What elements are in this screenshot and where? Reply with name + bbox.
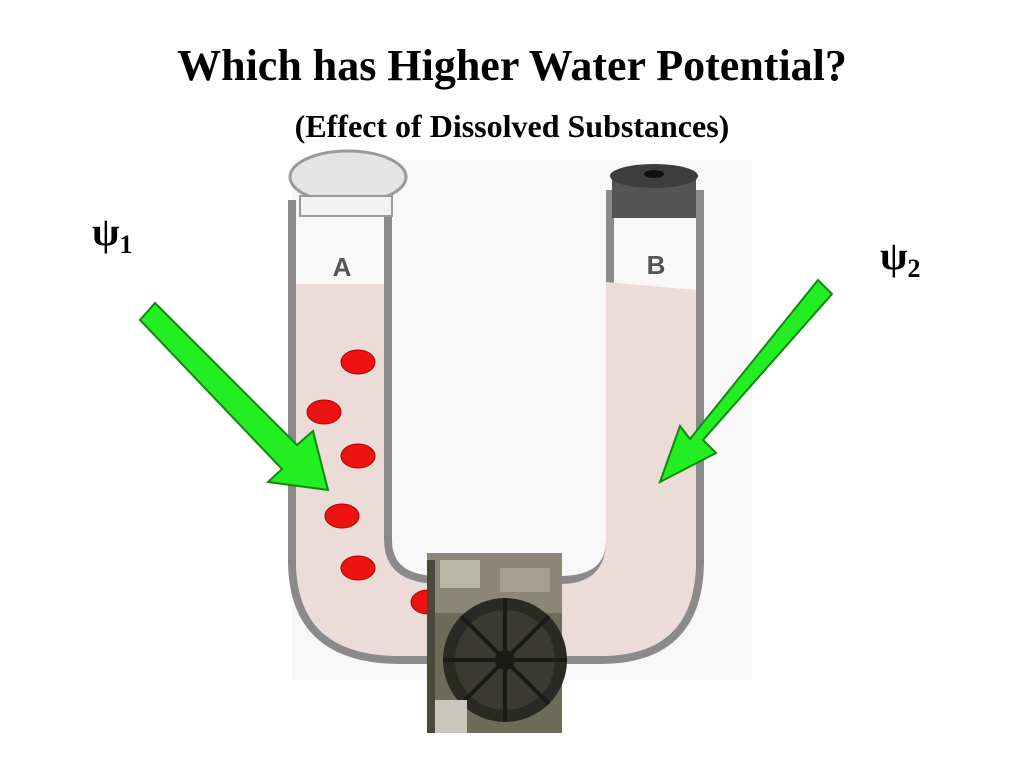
solution-fill: [296, 282, 696, 656]
psi-1-label: ψ1: [92, 209, 133, 259]
solute-particle: [306, 399, 342, 425]
water-wheel-photo: [427, 553, 567, 733]
solute-particle: [340, 443, 376, 469]
solute-particle: [340, 349, 376, 375]
psi-2-label: ψ2: [880, 233, 921, 283]
tube-label-b: B: [647, 250, 666, 280]
solute-particle: [324, 503, 360, 529]
stopper-hole: [644, 170, 664, 178]
tube-label-a: A: [333, 252, 352, 282]
slide-title: Which has Higher Water Potential?: [177, 41, 847, 90]
solute-particle: [340, 555, 376, 581]
slide-subtitle: (Effect of Dissolved Substances): [294, 108, 730, 144]
arrow-to-tube-b: [658, 278, 834, 485]
cotton-plug-base: [299, 195, 393, 217]
arrow-to-tube-a: [138, 301, 330, 492]
